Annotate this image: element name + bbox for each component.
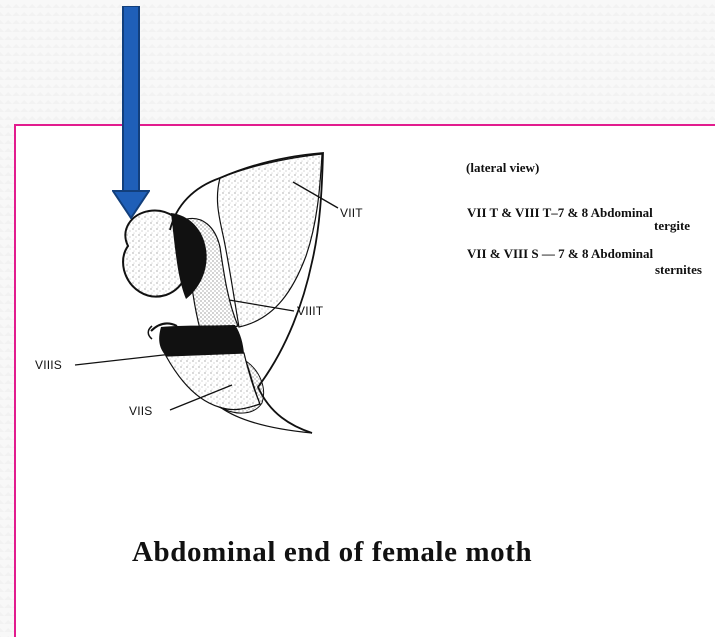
down-arrow-icon bbox=[112, 6, 150, 219]
legend-sternite-word: sternites bbox=[655, 262, 702, 278]
viit-label: VIIT bbox=[340, 206, 363, 220]
legend-tergite-word: tergite bbox=[654, 218, 690, 234]
view-label: (lateral view) bbox=[466, 160, 539, 176]
viis-label: VIIS bbox=[129, 404, 152, 418]
legend-tergite-line: VII T & VIII T–7 & 8 Abdominal bbox=[467, 205, 653, 221]
diagram-caption: Abdominal end of female moth bbox=[132, 536, 532, 569]
viiit-label: VIIIT bbox=[297, 304, 323, 318]
legend-sternite-line: VII & VIII S — 7 & 8 Abdominal bbox=[467, 246, 653, 262]
viiis-label: VIIIS bbox=[35, 358, 62, 372]
